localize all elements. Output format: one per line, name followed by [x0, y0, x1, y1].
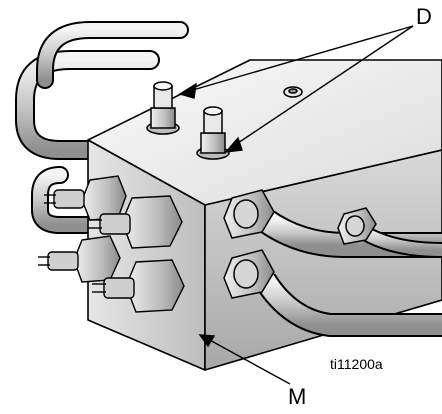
- fitting-far: [337, 207, 377, 245]
- fitting-upper: [223, 189, 275, 239]
- valve-2: [88, 195, 183, 249]
- valve-1: [44, 175, 127, 221]
- fitting-lower: [223, 249, 275, 299]
- figure-id: ti11200a: [330, 356, 383, 372]
- valve-4: [92, 259, 185, 313]
- rear-tubing: [14, 21, 189, 234]
- leader-d-1: [185, 25, 414, 93]
- front-valves: [38, 175, 185, 313]
- valve-3: [38, 235, 121, 283]
- arrowhead-m: [198, 334, 216, 348]
- callout-label-m: M: [288, 384, 307, 409]
- leader-m: [205, 337, 291, 385]
- leader-lines: [178, 25, 414, 385]
- callout-label-d: D: [416, 4, 432, 29]
- arrowhead-d-1: [178, 82, 197, 99]
- leader-d-2: [231, 25, 414, 148]
- side-fittings: [223, 189, 377, 299]
- plug-right: [196, 106, 230, 160]
- top-plugs: [146, 81, 230, 160]
- arrowhead-d-2: [224, 136, 243, 153]
- plug-left: [146, 81, 180, 135]
